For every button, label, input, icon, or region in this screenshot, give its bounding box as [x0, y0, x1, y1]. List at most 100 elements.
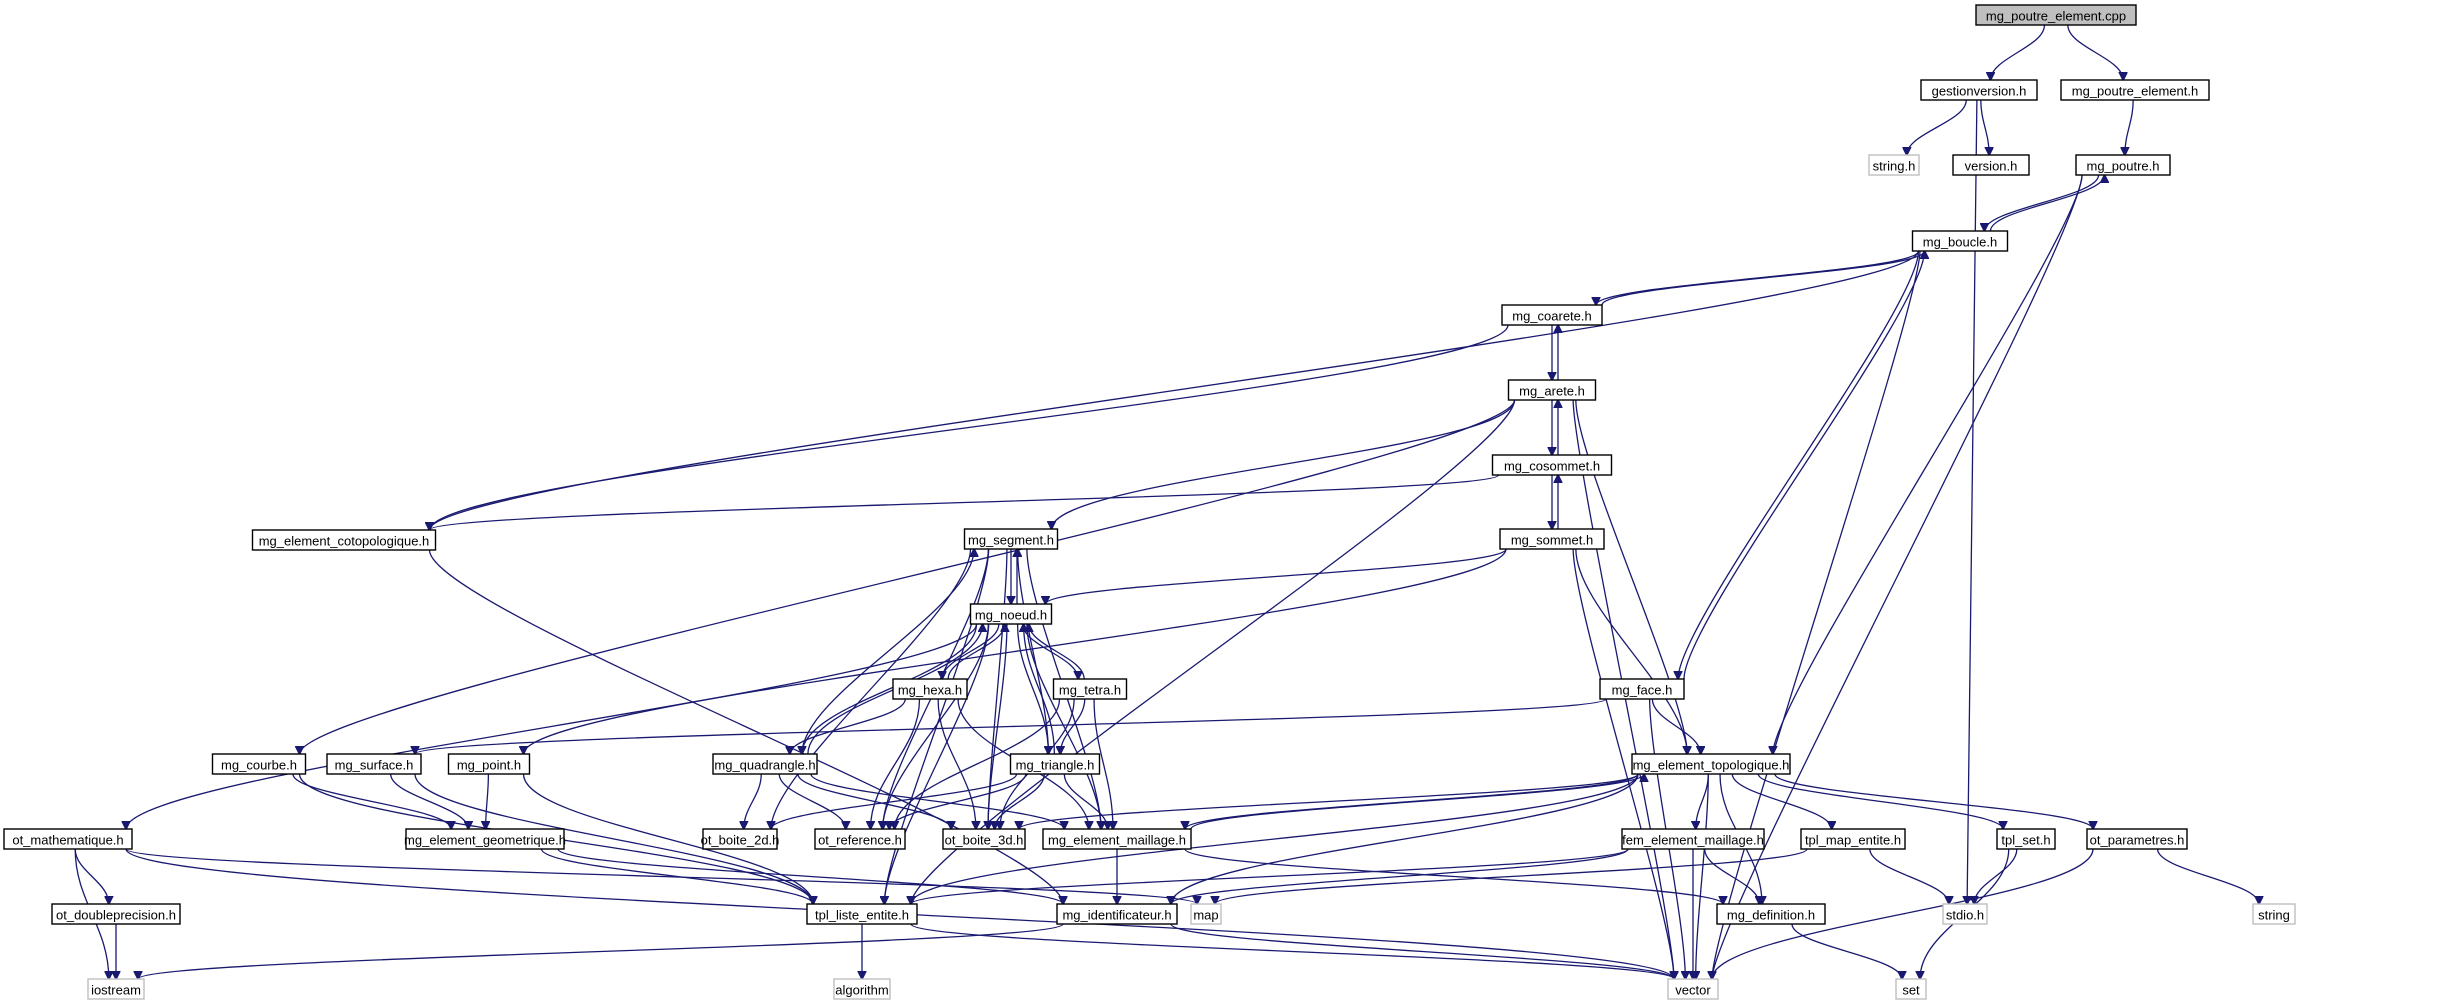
node-vector: vector	[1667, 978, 1719, 1000]
node-gestionversion[interactable]: gestionversion.h	[1920, 79, 2038, 101]
edge-mg_arete-to-mg_segment	[1052, 399, 1516, 529]
node-ot-parametres[interactable]: ot_parametres.h	[2086, 828, 2188, 850]
edge-mg_triangle-to-ot_boite_2d	[771, 773, 1018, 829]
edge-mg_element_topologique-to-tpl_liste_entite	[911, 773, 1639, 904]
node-mg-surface[interactable]: mg_surface.h	[326, 753, 422, 775]
node-mg-identificateur[interactable]: mg_identificateur.h	[1056, 903, 1178, 925]
node-box	[51, 903, 181, 925]
edge-mg_noeud-to-mg_hexa	[942, 623, 1000, 679]
node-label: mg_triangle.h	[1016, 758, 1095, 773]
edge-mg_hexa-to-ot_boite_3d	[937, 698, 976, 829]
edge-mg_identificateur-to-iostream	[138, 923, 1064, 979]
node-mg-poutre[interactable]: mg_poutre.h	[2075, 154, 2171, 176]
node-mg-face[interactable]: mg_face.h	[1599, 678, 1685, 700]
node-mg-tetra[interactable]: mg_tetra.h	[1052, 678, 1128, 700]
node-tpl-map-entite[interactable]: tpl_map_entite.h	[1800, 828, 1906, 850]
node-label: mg_surface.h	[335, 758, 414, 773]
node-box	[251, 529, 437, 551]
node-mg-boucle[interactable]: mg_boucle.h	[1911, 230, 2009, 252]
edge-mg_triangle-to-mg_element_maillage	[1063, 773, 1107, 829]
node-mg-arete[interactable]: mg_arete.h	[1507, 379, 1597, 401]
node-string: string	[2252, 903, 2296, 925]
edge-mg_noeud-to-ot_mathematique	[126, 623, 978, 829]
node-label: string	[2258, 908, 2290, 923]
node-label: mg_poutre_element.h	[2072, 84, 2198, 99]
node-mg-cosommet[interactable]: mg_cosommet.h	[1491, 454, 1613, 476]
node-mg-element-cotopologique[interactable]: mg_element_cotopologique.h	[251, 529, 437, 551]
edge-mg_noeud-to-tpl_liste_entite	[884, 623, 990, 904]
edge-root-to-gestionversion	[1991, 24, 2046, 80]
node-stdio-h: stdio.h	[1942, 903, 1988, 925]
node-mg-noeud[interactable]: mg_noeud.h	[969, 603, 1053, 625]
node-box	[1507, 379, 1597, 401]
edge-mg_definition-to-set	[1791, 923, 1902, 979]
edge-tpl_map_entite-to-map	[1215, 848, 1808, 904]
edge-mg_poutre-to-mg_element_topologique	[1773, 174, 2083, 754]
node-box	[969, 603, 1053, 625]
node-label: set	[1902, 983, 1920, 998]
node-box	[892, 678, 968, 700]
node-tpl-set[interactable]: tpl_set.h	[1996, 828, 2056, 850]
node-box	[1920, 79, 2038, 101]
edge-root-to-mg_poutre_element_h	[2067, 24, 2123, 80]
edge-mg_triangle-to-ot_boite_3d	[995, 773, 1045, 829]
node-label: tpl_liste_entite.h	[815, 908, 909, 923]
node-box	[702, 828, 778, 850]
node-box	[405, 828, 565, 850]
node-mg-coarete[interactable]: mg_coarete.h	[1501, 304, 1603, 326]
edge-mg_noeud-to-mg_element_maillage	[1026, 623, 1101, 829]
edge-mg_surface-to-tpl_liste_entite	[414, 773, 813, 904]
edge-gestionversion-to-version_h	[1980, 99, 1989, 155]
node-mg-definition[interactable]: mg_definition.h	[1716, 903, 1826, 925]
node-box	[1190, 903, 1222, 925]
edge-mg_element_topologique-to-vector	[1696, 773, 1709, 979]
edge-mg_triangle-to-ot_reference	[889, 773, 1027, 829]
node-label: ot_mathematique.h	[12, 833, 123, 848]
node-iostream: iostream	[87, 978, 145, 1000]
node-mg-triangle[interactable]: mg_triangle.h	[1009, 753, 1101, 775]
node-label: mg_tetra.h	[1059, 683, 1121, 698]
node-mg-point[interactable]: mg_point.h	[447, 753, 531, 775]
node-label: mg_courbe.h	[221, 758, 297, 773]
edge-mg_element_topologique-to-ot_parametres	[1774, 773, 2093, 829]
node-mg-segment[interactable]: mg_segment.h	[963, 528, 1059, 550]
node-label: mg_identificateur.h	[1062, 908, 1171, 923]
node-mg-element-maillage[interactable]: mg_element_maillage.h	[1042, 828, 1192, 850]
node-mg-hexa[interactable]: mg_hexa.h	[892, 678, 968, 700]
edge-mg_segment-to-tpl_liste_entite	[884, 548, 990, 904]
node-box	[1042, 828, 1192, 850]
node-mg-element-topologique[interactable]: mg_element_topologique.h	[1631, 753, 1791, 775]
node-box	[3, 828, 133, 850]
edge-ot_parametres-to-string	[2156, 848, 2259, 904]
edge-mg_segment-to-ot_boite_2d	[771, 548, 972, 829]
node-ot-doubleprecision[interactable]: ot_doubleprecision.h	[51, 903, 181, 925]
edge-mg_element_topologique-to-mg_identificateur	[1171, 773, 1639, 904]
node-box	[814, 828, 906, 850]
edge-mg_coarete-to-mg_boucle	[1601, 251, 1925, 306]
node-fem-element-maillage[interactable]: fem_element_maillage.h	[1621, 828, 1765, 850]
node-ot-boite-3d[interactable]: ot_boite_3d.h	[942, 828, 1026, 850]
node-tpl-liste-entite[interactable]: tpl_liste_entite.h	[806, 903, 918, 925]
node-box	[1056, 903, 1178, 925]
node-box	[1716, 903, 1826, 925]
node-mg-poutre-element-h[interactable]: mg_poutre_element.h	[2060, 79, 2210, 101]
node-ot-boite-2d[interactable]: ot_boite_2d.h	[701, 828, 780, 850]
node-label: vector	[1675, 983, 1711, 998]
edge-mg_hexa-to-mg_quadrangle	[790, 698, 906, 754]
edge-mg_arete-to-mg_courbe	[300, 399, 1516, 754]
node-mg-courbe[interactable]: mg_courbe.h	[211, 753, 307, 775]
node-version-h[interactable]: version.h	[1952, 154, 2030, 176]
edge-mg_coarete-to-mg_element_cotopologique	[430, 324, 1509, 530]
node-ot-mathematique[interactable]: ot_mathematique.h	[3, 828, 133, 850]
node-box	[963, 528, 1059, 550]
node-root[interactable]: mg_poutre_element.cpp	[1975, 4, 2137, 26]
node-mg-quadrangle[interactable]: mg_quadrangle.h	[712, 753, 818, 775]
edge-mg_sommet-to-mg_point	[524, 548, 1507, 754]
edge-mg_quadrangle-to-ot_boite_3d	[797, 773, 951, 829]
node-box	[1942, 903, 1988, 925]
node-ot-reference[interactable]: ot_reference.h	[814, 828, 906, 850]
node-mg-sommet[interactable]: mg_sommet.h	[1499, 528, 1605, 550]
node-mg-element-geometrique[interactable]: mg_element_geometrique.h	[404, 828, 566, 850]
node-label: iostream	[91, 983, 141, 998]
edge-fem_element_maillage-to-mg_definition	[1704, 848, 1760, 904]
